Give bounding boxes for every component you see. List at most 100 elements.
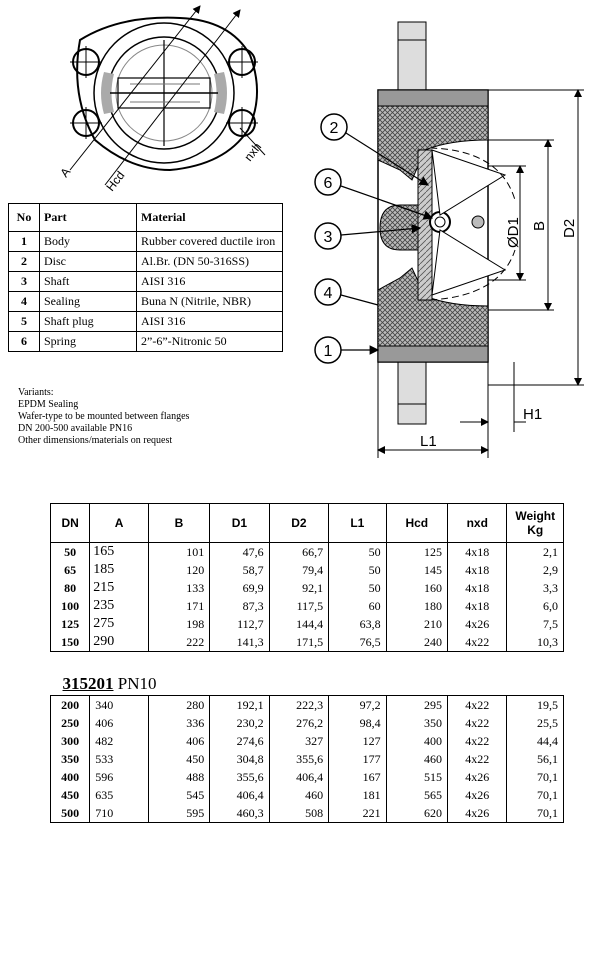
table-cell: 4x18: [447, 597, 508, 615]
table-cell: 120: [147, 561, 211, 579]
table-cell: 125: [385, 542, 449, 561]
table-cell: 25,5: [506, 714, 564, 732]
table-cell: 215: [89, 579, 149, 597]
table-cell: 533: [89, 750, 149, 768]
parts-header-part: Part: [39, 203, 137, 232]
table-cell: 56,1: [506, 750, 564, 768]
parts-cell-part: Shaft plug: [39, 311, 137, 332]
table-cell: 2,9: [506, 561, 564, 579]
table-cell: 125: [49, 615, 91, 633]
table-cell: 76,5: [328, 633, 387, 652]
callout-3: 3: [324, 229, 333, 246]
callout-4: 4: [324, 285, 333, 302]
table-cell: 221: [328, 804, 387, 823]
dims-header-nxd: nxd: [447, 503, 508, 543]
parts-cell-no: 5: [8, 311, 40, 332]
table-cell: 80: [49, 579, 91, 597]
table-cell: 150: [49, 633, 91, 652]
variants-line: Other dimensions/materials on request: [18, 435, 173, 446]
dims-header-hcd: Hcd: [385, 503, 449, 543]
flange-front-view-drawing: A Hcd nxh: [57, 5, 266, 194]
table-cell: 508: [268, 804, 330, 823]
table-cell: 63,8: [328, 615, 387, 633]
table-cell: 620: [385, 804, 449, 823]
table-cell: 117,5: [268, 597, 330, 615]
parts-header-row: No Part Material: [8, 203, 283, 232]
table-cell: 222,3: [268, 695, 330, 714]
table-cell: 4x22: [447, 695, 508, 714]
table-cell: 4x26: [447, 615, 508, 633]
parts-cell-no: 2: [8, 251, 40, 272]
parts-cell-no: 6: [8, 331, 40, 352]
table-cell: 406,4: [268, 768, 330, 786]
table-cell: 4x22: [447, 732, 508, 750]
section-title: 315201 PN10: [51, 652, 564, 696]
table-cell: 171,5: [268, 633, 330, 652]
parts-cell-no: 1: [8, 231, 40, 252]
parts-cell-material: Al.Br. (DN 50-316SS): [136, 251, 283, 272]
table-cell: 4x22: [447, 633, 508, 652]
table-cell: 450: [147, 750, 211, 768]
callout-1: 1: [324, 343, 333, 360]
table-cell: 47,6: [209, 542, 270, 561]
table-cell: 3,3: [506, 579, 564, 597]
table-cell: 4x22: [447, 750, 508, 768]
table-cell: 112,7: [209, 615, 270, 633]
label-l1: L1: [420, 433, 437, 450]
variants-heading: Variants:: [18, 387, 54, 398]
parts-cell-no: 4: [8, 291, 40, 312]
table-cell: 177: [328, 750, 387, 768]
table-cell: 460,3: [209, 804, 270, 823]
table-cell: 200: [49, 695, 91, 714]
dims-header-d2: D2: [268, 503, 330, 543]
parts-cell-part: Sealing: [39, 291, 137, 312]
table-cell: 185: [89, 561, 149, 579]
valve-section-drawing: ØD1 B D2 H1 L1 2 6 3 4 1: [314, 21, 584, 458]
parts-cell-part: Spring: [39, 331, 137, 352]
table-cell: 141,3: [209, 633, 270, 652]
table-cell: 180: [385, 597, 449, 615]
table-cell: 500: [49, 804, 91, 823]
table-cell: 144,4: [268, 615, 330, 633]
table-cell: 355,6: [268, 750, 330, 768]
table-cell: 400: [385, 732, 449, 750]
table-cell: 171: [147, 597, 211, 615]
table-cell: 66,7: [268, 542, 330, 561]
table-cell: 133: [147, 579, 211, 597]
table-cell: 70,1: [506, 786, 564, 804]
table-cell: 7,5: [506, 615, 564, 633]
parts-cell-material: AISI 316: [136, 311, 283, 332]
table-cell: 19,5: [506, 695, 564, 714]
table-cell: 79,4: [268, 561, 330, 579]
table-cell: 327: [268, 732, 330, 750]
parts-cell-material: AISI 316: [136, 271, 283, 292]
table-cell: 400: [49, 768, 91, 786]
table-cell: 92,1: [268, 579, 330, 597]
table-cell: 127: [328, 732, 387, 750]
table-cell: 336: [147, 714, 211, 732]
table-cell: 100: [49, 597, 91, 615]
table-cell: 355,6: [209, 768, 270, 786]
table-cell: 635: [89, 786, 149, 804]
table-cell: 240: [385, 633, 449, 652]
dims-header-b: B: [147, 503, 211, 543]
table-cell: 230,2: [209, 714, 270, 732]
table-cell: 50: [328, 542, 387, 561]
table-cell: 235: [89, 597, 149, 615]
table-cell: 165: [89, 542, 149, 561]
table-cell: 710: [89, 804, 149, 823]
table-cell: 450: [49, 786, 91, 804]
table-cell: 250: [49, 714, 91, 732]
table-cell: 290: [89, 633, 149, 652]
